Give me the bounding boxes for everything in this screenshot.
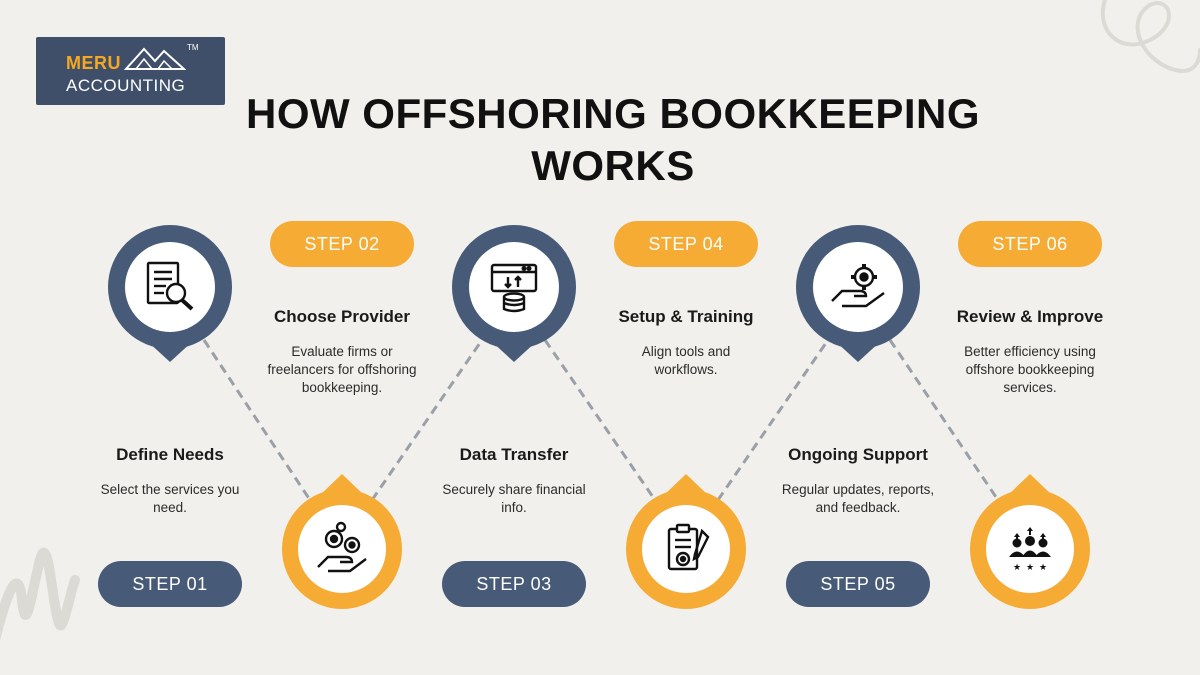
connectors <box>202 339 1000 501</box>
step-05-description: Regular updates, reports, and feedback. <box>781 482 935 515</box>
gears-hand-icon <box>317 521 367 573</box>
svg-text:★: ★ <box>1026 563 1034 573</box>
step-02-heading: Choose Provider <box>273 307 411 326</box>
team-rating-icon: ★ ★ ★ <box>1009 527 1051 573</box>
document-search-icon <box>146 261 194 311</box>
step-04-text: Setup & Training Align tools and workflo… <box>586 307 786 379</box>
step-06-text: Review & Improve Better efficiency using… <box>930 307 1130 397</box>
step-03-heading: Data Transfer <box>459 445 569 464</box>
step-03-pill: STEP 03 <box>442 561 586 607</box>
step-04-heading: Setup & Training <box>618 307 754 326</box>
connector-1-2 <box>202 339 312 501</box>
logo-name-top: MERU <box>66 53 121 73</box>
step-01-text: Define Needs Select the services you nee… <box>70 445 270 517</box>
decorative-loops <box>1100 0 1200 73</box>
mountain-logo-icon <box>124 47 186 70</box>
page-title: HOW OFFSHORING BOOKKEEPING WORKS <box>200 88 1026 192</box>
step-04-pill: STEP 04 <box>614 221 758 267</box>
step-05-text: Ongoing Support Regular updates, reports… <box>758 445 958 517</box>
pin-marker-step-2 <box>282 474 402 609</box>
clipboard-gear-icon <box>667 523 710 571</box>
logo-trademark: TM <box>187 43 199 52</box>
step-05-pill: STEP 05 <box>786 561 930 607</box>
step-03-description: Securely share financial info. <box>442 482 586 515</box>
step-06-pill: STEP 06 <box>958 221 1102 267</box>
pin-marker-step-6 <box>970 474 1090 609</box>
step-02-pill: STEP 02 <box>270 221 414 267</box>
logo-name-bottom: ACCOUNTING <box>66 76 186 95</box>
step-01-pill: STEP 01 <box>98 561 242 607</box>
step-01-heading: Define Needs <box>116 445 224 464</box>
step-03-text: Data Transfer Securely share financial i… <box>414 445 614 517</box>
decorative-scribble <box>0 547 80 641</box>
step-01-description: Select the services you need. <box>100 482 240 515</box>
step-06-description: Better efficiency using offshore bookkee… <box>964 344 1096 395</box>
step-02-text: Choose Provider Evaluate firms or freela… <box>242 307 442 397</box>
step-06-heading: Review & Improve <box>956 307 1104 326</box>
pin-marker-step-5 <box>796 225 920 362</box>
svg-text:★: ★ <box>1039 563 1047 573</box>
pin-marker-step-4 <box>626 474 746 609</box>
step-04-description: Align tools and workflows. <box>641 344 731 377</box>
step-02-description: Evaluate firms or freelancers for offsho… <box>267 344 417 395</box>
title-line-1: HOW OFFSHORING BOOKKEEPING <box>245 90 980 137</box>
connector-5-6 <box>888 339 1000 501</box>
gear-hand-icon <box>831 264 885 308</box>
connector-2-3 <box>370 339 484 501</box>
connector-4-5 <box>716 339 830 501</box>
step-05-heading: Ongoing Support <box>788 445 928 464</box>
connector-3-4 <box>543 339 657 501</box>
title-line-2: WORKS <box>531 142 695 189</box>
company-logo: MERU TM ACCOUNTING <box>36 37 225 105</box>
data-transfer-icon <box>490 263 538 313</box>
svg-text:★: ★ <box>1013 563 1021 573</box>
pin-marker-step-3 <box>452 225 576 362</box>
